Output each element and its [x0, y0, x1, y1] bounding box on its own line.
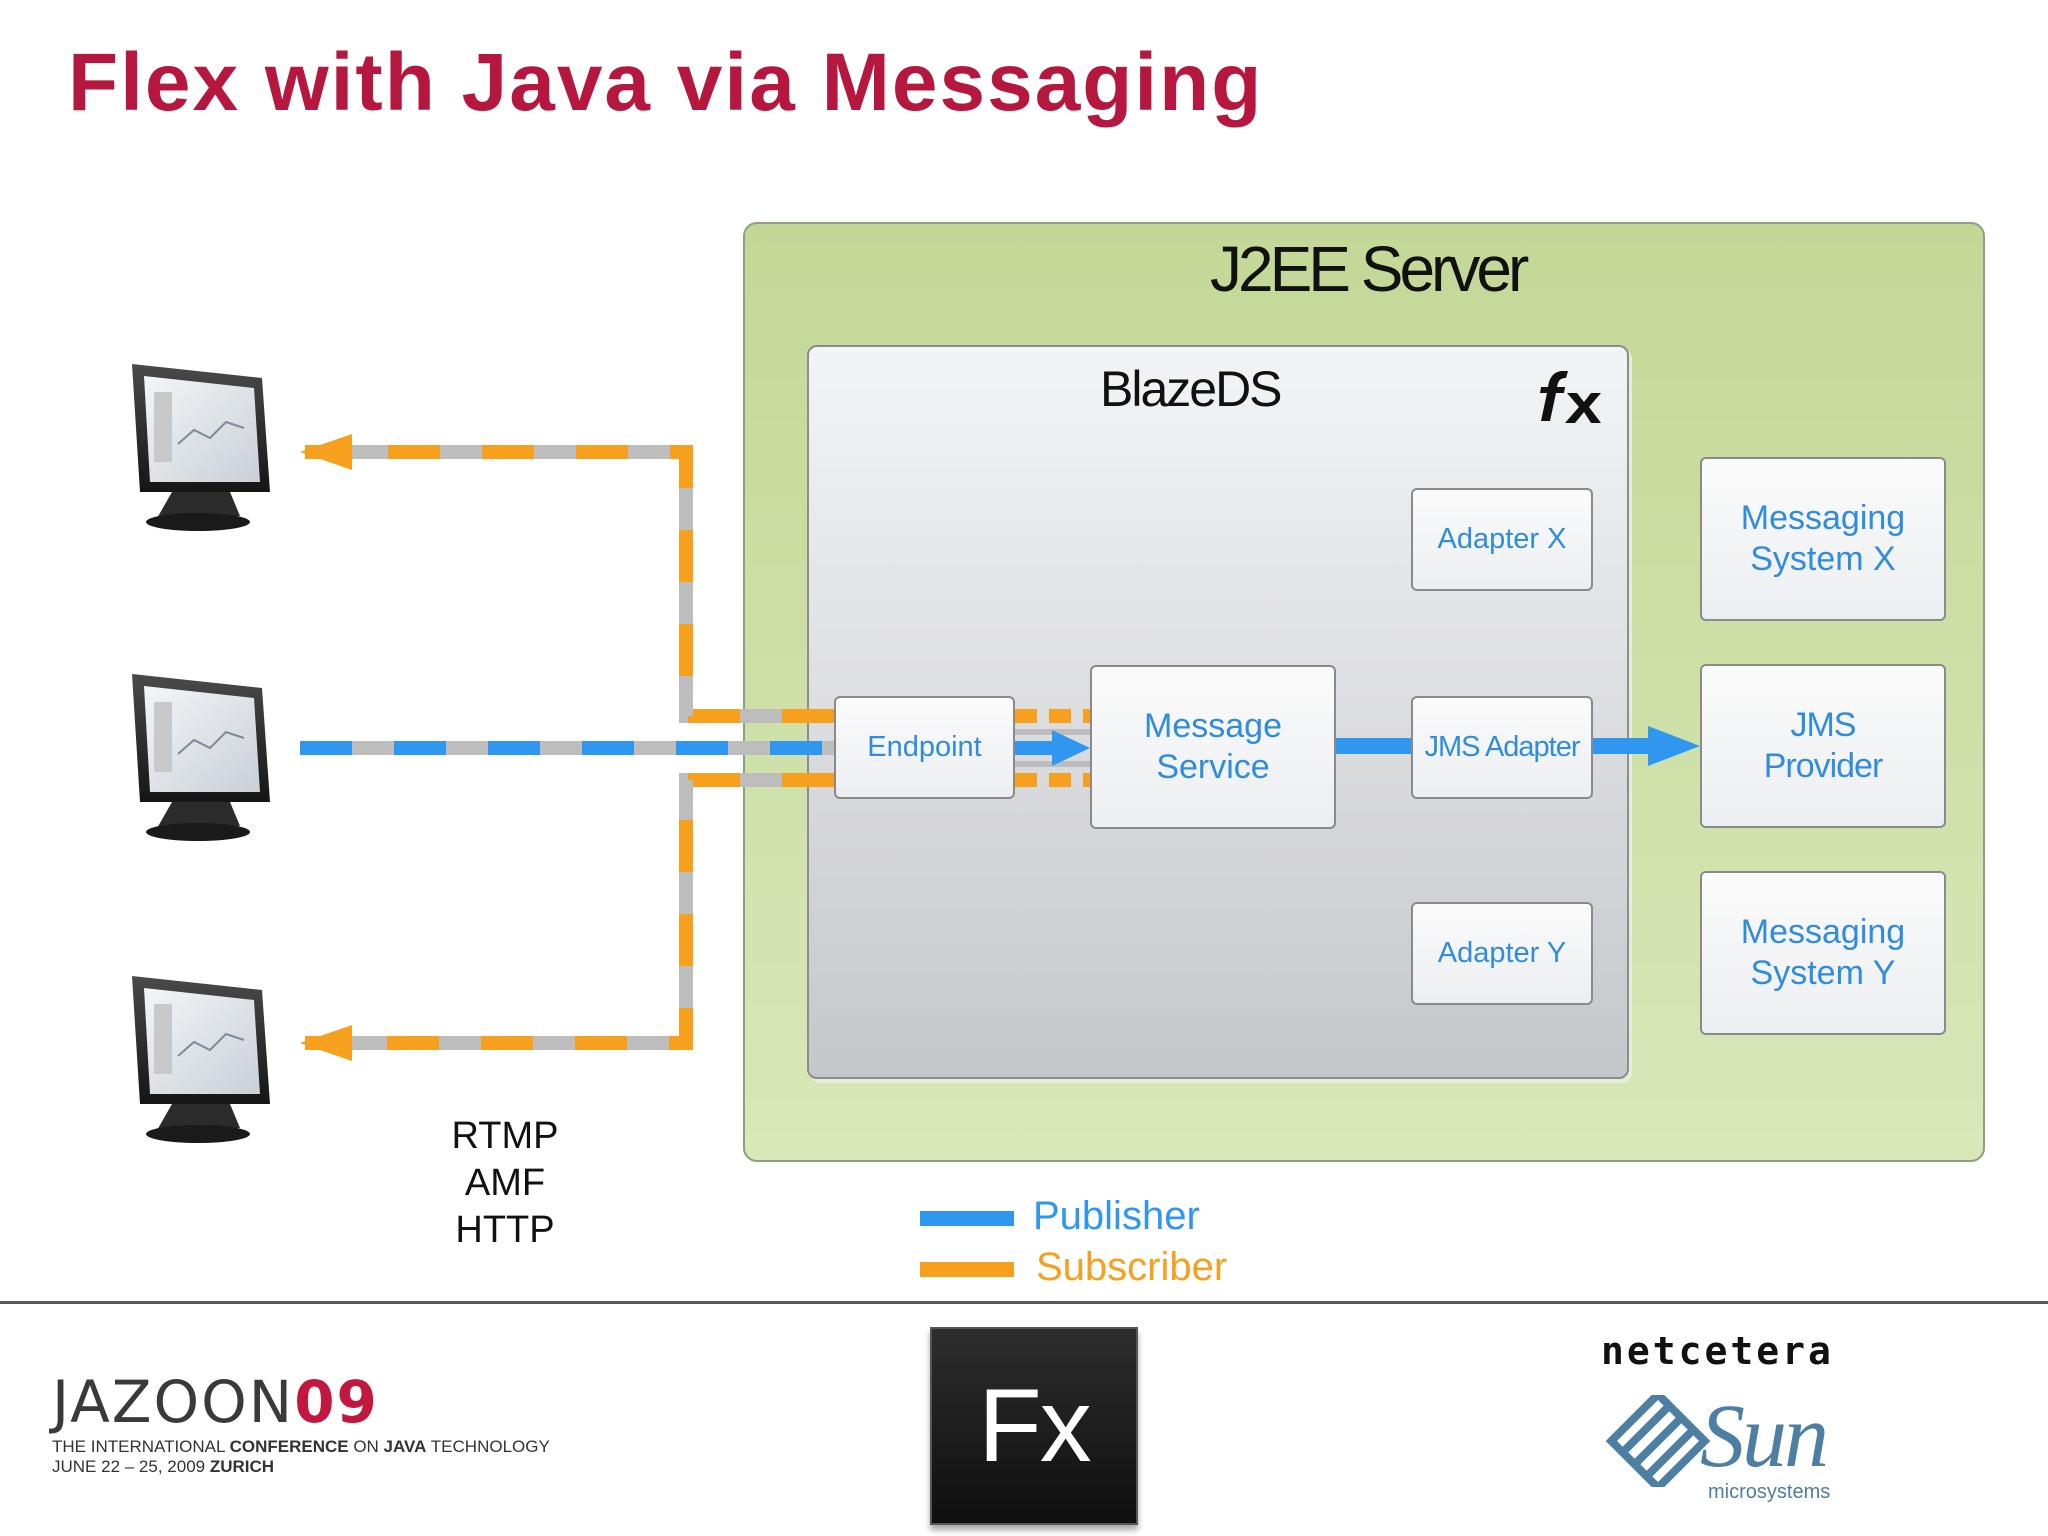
- tagline-part: JAVA: [383, 1437, 427, 1456]
- legend-publisher-swatch: [920, 1211, 1014, 1226]
- arrow-head-top: [300, 434, 352, 470]
- netcetera-logo: netcetera: [1601, 1329, 1834, 1373]
- monitor-icon-middle: [132, 674, 270, 841]
- legend-subscriber-swatch: [920, 1262, 1014, 1277]
- arrow-head-provider: [1648, 726, 1700, 766]
- fx-logo-text: Fx: [978, 1367, 1092, 1484]
- sun-logo-icon: [1605, 1395, 1711, 1487]
- adapter-y-box: Adapter Y: [1411, 902, 1593, 1005]
- tagline-part: ON: [348, 1437, 384, 1456]
- monitor-icon-bottom: [132, 976, 270, 1143]
- arrow-head-service: [1052, 730, 1090, 766]
- flex-fx-logo: Fx: [930, 1327, 1138, 1525]
- jazoon-logo-prefix: JAZOON: [52, 1368, 295, 1436]
- endpoint-box: Endpoint: [834, 696, 1015, 799]
- jazoon-tagline: THE INTERNATIONAL CONFERENCE ON JAVA TEC…: [52, 1437, 550, 1457]
- date-part: JUNE 22 – 25, 2009: [52, 1457, 210, 1476]
- jazoon-logo-year: 09: [294, 1368, 379, 1436]
- protocol-http: HTTP: [455, 1209, 555, 1251]
- legend-subscriber-label: Subscriber: [1036, 1245, 1228, 1289]
- blazeds-title: BlazeDS: [1100, 361, 1283, 417]
- tagline-part: THE INTERNATIONAL: [52, 1437, 230, 1456]
- subscriber-path-top-gray: [305, 445, 834, 723]
- protocol-rtmp: RTMP: [451, 1115, 559, 1157]
- flex-fx-icon: [1540, 371, 1601, 423]
- j2ee-server-title: J2EE Server: [1210, 233, 1529, 305]
- jazoon-date: JUNE 22 – 25, 2009 ZURICH: [52, 1457, 274, 1477]
- legend-publisher-label: Publisher: [1033, 1194, 1200, 1238]
- jms-adapter-box: JMS Adapter: [1411, 696, 1593, 799]
- protocol-labels: RTMP AMF HTTP: [400, 1113, 610, 1254]
- messaging-system-y-box: Messaging System Y: [1700, 871, 1946, 1035]
- sun-logo-text: Sun: [1700, 1387, 1829, 1486]
- protocol-amf: AMF: [464, 1162, 546, 1204]
- tagline-part: TECHNOLOGY: [426, 1437, 550, 1456]
- footer-divider: [0, 1301, 2048, 1304]
- jazoon-logo: JAZOON09: [52, 1368, 379, 1436]
- sun-microsystems-text: microsystems: [1708, 1481, 1831, 1503]
- slide-title: Flex with Java via Messaging: [68, 37, 1264, 128]
- subscriber-path-bottom-gray: [305, 773, 834, 1050]
- client-monitors: [132, 364, 270, 1143]
- flow-connectors: [300, 434, 1700, 1061]
- message-service-box: Message Service: [1090, 665, 1336, 829]
- subscriber-path-top: [305, 445, 834, 723]
- adapter-x-box: Adapter X: [1411, 488, 1593, 591]
- date-part: ZURICH: [209, 1457, 275, 1476]
- monitor-icon-top: [132, 364, 270, 531]
- subscriber-path-bottom: [305, 773, 834, 1050]
- tagline-part: CONFERENCE: [229, 1437, 349, 1456]
- messaging-system-x-box: Messaging System X: [1700, 457, 1946, 621]
- jms-provider-box: JMS Provider: [1700, 664, 1946, 828]
- arrow-head-bottom: [300, 1025, 352, 1061]
